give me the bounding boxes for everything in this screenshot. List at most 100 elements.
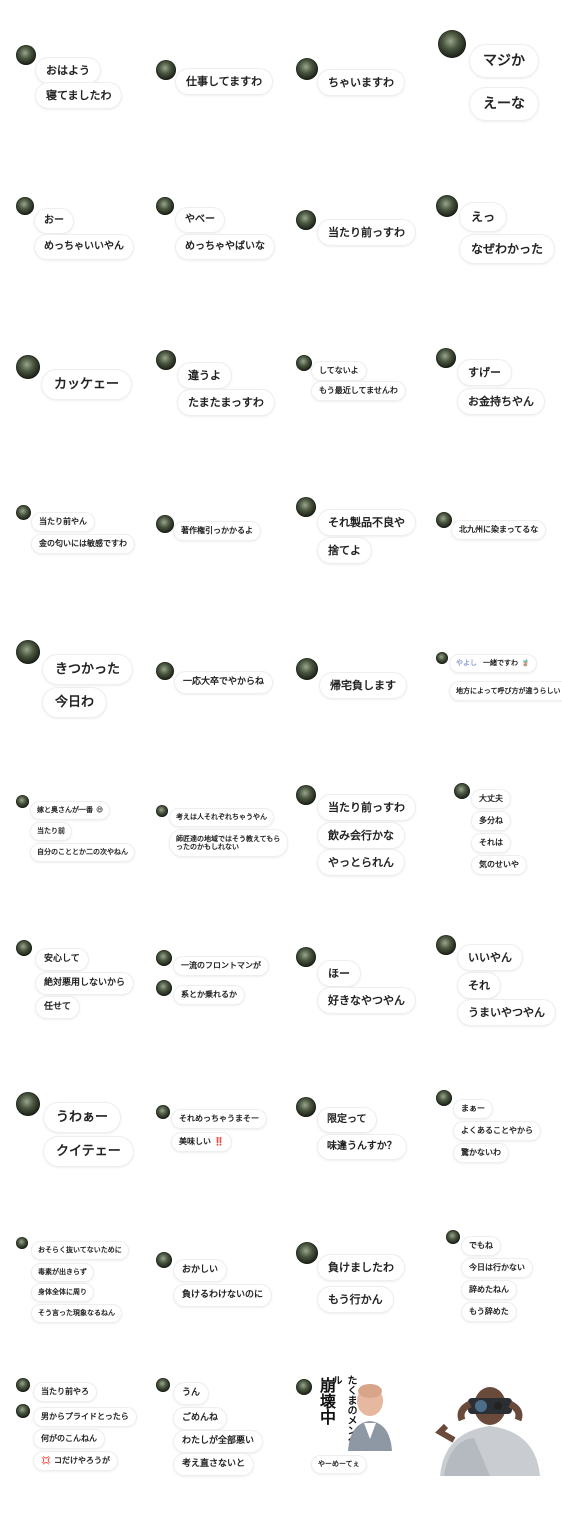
bubble-text: やっとられん xyxy=(328,856,394,869)
speech-bubble: わたしが全部悪い xyxy=(174,1431,263,1452)
speech-bubble: 💢コだけやろうが xyxy=(34,1452,117,1470)
emoji-icon: 😄 xyxy=(96,806,104,814)
bubble-text: 今日は行かない xyxy=(469,1263,525,1272)
sticker-38[interactable]: うんごめんねわたしが全部悪い考え直さないと xyxy=(150,1370,290,1520)
sticker-4[interactable]: マジかえーな xyxy=(430,25,562,175)
bubble-text: たまたまっすわ xyxy=(188,396,264,409)
bubble-text: それめっちゃうまそー xyxy=(179,1114,259,1123)
sticker-11[interactable]: してないよもう最近してませんわ xyxy=(290,330,430,480)
avatar xyxy=(156,805,168,817)
avatar xyxy=(296,58,318,80)
bubble-text: それ xyxy=(468,979,490,992)
sticker-28[interactable]: いいやんそれうまいやつやん xyxy=(430,925,562,1075)
emoji-icon: ‼️ xyxy=(214,1137,224,1146)
sticker-13[interactable]: 当たり前やん金の匂いには敏感ですわ xyxy=(10,480,150,630)
sticker-23[interactable]: 当たり前っすわ飲み会行かなやっとられん xyxy=(290,775,430,925)
sticker-9[interactable]: カッケェー xyxy=(10,330,150,480)
speech-bubble: 仕事してますわ xyxy=(176,69,273,94)
sticker-8[interactable]: えっなぜわかった xyxy=(430,175,562,325)
bubble-text: ちゃいますわ xyxy=(328,76,394,89)
sticker-7[interactable]: 当たり前っすわ xyxy=(290,175,430,325)
avatar xyxy=(16,640,40,664)
sticker-2[interactable]: 仕事してますわ xyxy=(150,25,290,175)
sticker-6[interactable]: やべーめっちゃやばいな xyxy=(150,175,290,325)
speech-bubble: おかしい xyxy=(174,1260,227,1281)
bubble-text: うまいやつやん xyxy=(468,1006,545,1019)
avatar xyxy=(446,1230,460,1244)
bubble-text: 当たり前やろ xyxy=(41,1387,89,1396)
sticker-22[interactable]: 考えは人それぞれちゃうやん師匠達の地域ではそう教えてもらったのかもしれない xyxy=(150,775,290,925)
sticker-24[interactable]: 大丈夫多分ねそれは気のせいや xyxy=(430,775,562,925)
sticker-32[interactable]: まぁーよくあることやから驚かないわ xyxy=(430,1075,562,1225)
sticker-39[interactable]: 崩壊中たくまのメンタルやーめーてぇ xyxy=(290,1370,430,1520)
speech-bubble: 寝てましたわ xyxy=(36,83,122,108)
sticker-36[interactable]: でもね今日は行かない辞めたねんもう辞めた xyxy=(430,1225,562,1375)
avatar xyxy=(16,795,29,808)
sticker-35[interactable]: 負けましたわもう行かん xyxy=(290,1225,430,1375)
bubble-text: 自分のこととか二の次やねん xyxy=(37,848,128,856)
bubble-text: 飲み会行かな xyxy=(328,829,394,842)
sticker-3[interactable]: ちゃいますわ xyxy=(290,25,430,175)
poster-title: 崩壊中 xyxy=(317,1377,336,1425)
speech-bubble: 当たり前っすわ xyxy=(318,795,415,820)
bubble-text: 考え直さないと xyxy=(182,1459,246,1469)
bubble-text: うん xyxy=(182,1388,201,1398)
speech-bubble: 自分のこととか二の次やねん xyxy=(31,844,134,861)
avatar xyxy=(156,350,176,370)
avatar xyxy=(156,1378,170,1392)
speech-bubble: それ xyxy=(458,973,500,998)
bubble-text: 絶対悪用しないから xyxy=(44,978,126,988)
sticker-31[interactable]: 限定って味違うんすか？ xyxy=(290,1075,430,1225)
speech-bubble: でもね xyxy=(462,1237,500,1255)
speech-bubble: すげー xyxy=(458,360,511,385)
speech-bubble: 男からプライドとったら xyxy=(34,1408,136,1426)
sticker-29[interactable]: うわぁークイテェー xyxy=(10,1075,150,1225)
bubble-text: 違うよ xyxy=(188,369,221,382)
sticker-19[interactable]: 帰宅負します xyxy=(290,630,430,780)
sticker-34[interactable]: おかしい負けるわけないのに xyxy=(150,1225,290,1375)
bubble-text: してないよ xyxy=(319,366,359,375)
avatar xyxy=(454,783,470,799)
sticker-40[interactable] xyxy=(430,1370,562,1520)
sticker-14[interactable]: 著作権引っかかるよ xyxy=(150,480,290,630)
speech-bubble: いいやん xyxy=(458,945,522,970)
sticker-15[interactable]: それ製品不良や捨てよ xyxy=(290,480,430,630)
bubble-text: もう辞めた xyxy=(469,1307,509,1316)
sticker-20[interactable]: やよし一緒ですわ🧋地方によって呼び方が違うらしい xyxy=(430,630,562,780)
bubble-text: おー xyxy=(44,215,64,226)
sticker-16[interactable]: 北九州に染まってるな xyxy=(430,480,562,630)
bubble-text: 師匠達の地域ではそう教えてもらったのかもしれない xyxy=(176,835,281,852)
sticker-18[interactable]: 一応大卒でやからね xyxy=(150,630,290,780)
speech-bubble: それめっちゃうまそー xyxy=(172,1110,266,1128)
bubble-text: 一流のフロントマンが xyxy=(181,961,261,970)
sticker-26[interactable]: 一流のフロントマンが系とか乗れるか xyxy=(150,925,290,1075)
bubble-text: えーな xyxy=(483,96,525,112)
speech-bubble: もう行かん xyxy=(318,1287,393,1312)
speech-bubble: 限定って xyxy=(318,1108,376,1132)
sticker-10[interactable]: 違うよたまたまっすわ xyxy=(150,330,290,480)
sticker-5[interactable]: おーめっちゃいいやん xyxy=(10,175,150,325)
bubble-text: 系とか乗れるか xyxy=(181,990,237,999)
sticker-33[interactable]: おそらく抜いてないために毒素が出きらず身体全体に周りそう言った現象なるねん xyxy=(10,1225,150,1375)
sticker-12[interactable]: すげーお金持ちやん xyxy=(430,330,562,480)
speech-bubble: 今日わ xyxy=(43,688,107,717)
bubble-text: 考えは人それぞれちゃうやん xyxy=(176,813,267,821)
bubble-text: 気のせいや xyxy=(479,860,519,869)
sticker-21[interactable]: 嫁と奥さんが一番😄当たり前自分のこととか二の次やねん xyxy=(10,775,150,925)
speech-bubble: 帰宅負します xyxy=(320,673,406,698)
sticker-1[interactable]: おはよう寝てましたわ xyxy=(10,25,150,175)
avatar xyxy=(16,355,40,379)
bubble-text: 著作権引っかかるよ xyxy=(181,526,253,535)
avatar xyxy=(436,195,458,217)
sticker-37[interactable]: 当たり前やろ男からプライドとったら何がのこんねん💢コだけやろうが xyxy=(10,1370,150,1520)
avatar xyxy=(156,1252,172,1268)
sticker-30[interactable]: それめっちゃうまそー美味しい‼️ xyxy=(150,1075,290,1225)
sticker-25[interactable]: 安心して絶対悪用しないから任せて xyxy=(10,925,150,1075)
sticker-27[interactable]: ほー好きなやつやん xyxy=(290,925,430,1075)
bubble-text: 当たり前っすわ xyxy=(328,801,405,814)
sticker-17[interactable]: きつかった今日わ xyxy=(10,630,150,780)
speech-bubble: 一応大卒でやからね xyxy=(175,672,273,693)
person-photo xyxy=(348,1384,392,1451)
avatar xyxy=(296,1379,312,1395)
avatar xyxy=(156,60,176,80)
